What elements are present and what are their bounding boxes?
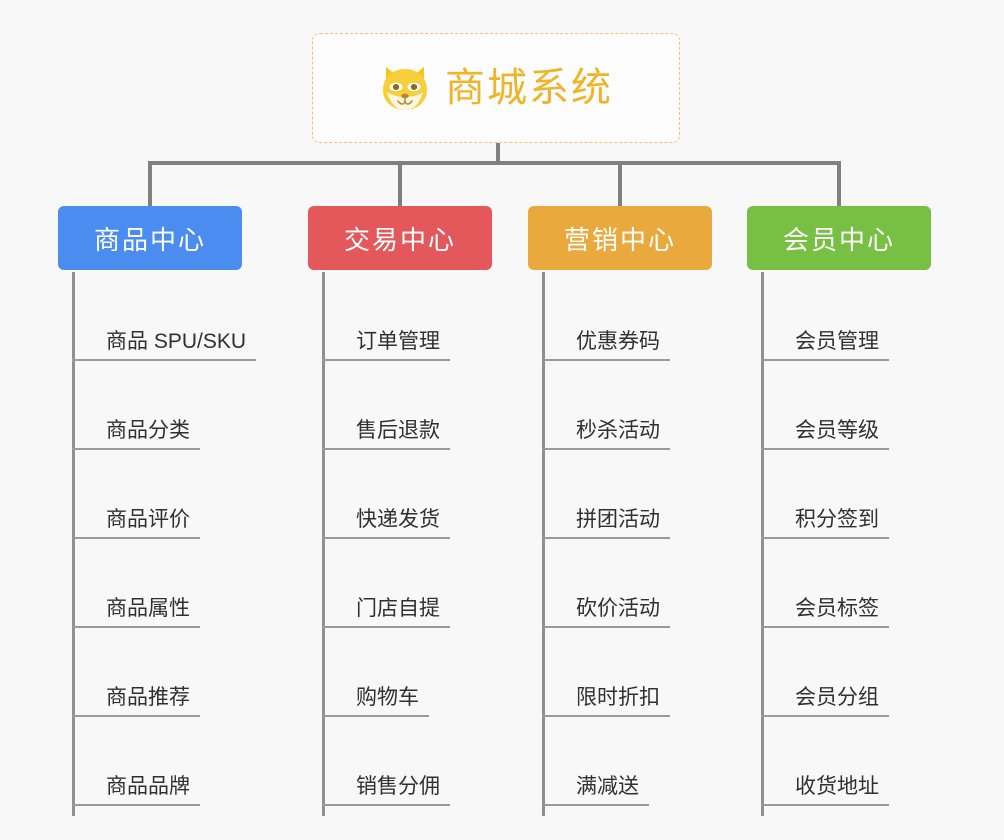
sub-item-label: 订单管理 [322,330,450,361]
sub-item-label: 购物车 [322,686,429,717]
column-trunk [761,272,764,816]
sub-item[interactable]: 订单管理 [322,272,450,361]
sub-item[interactable]: 商品品牌 [72,717,200,806]
sub-item[interactable]: 购物车 [322,628,429,717]
sub-item-label: 优惠券码 [542,330,670,361]
category-label: 会员中心 [782,224,895,255]
root-node[interactable]: 商城系统 [312,33,680,143]
sub-item-label: 销售分佣 [322,775,450,806]
sub-item[interactable]: 会员等级 [761,361,889,450]
sub-item[interactable]: 售后退款 [322,361,450,450]
sub-item-label: 商品分类 [72,419,200,450]
connector-horizontal-bus [150,161,841,165]
connector-drop-1 [148,161,152,208]
sub-item-label: 积分签到 [761,508,889,539]
sub-item[interactable]: 优惠券码 [542,272,670,361]
category-box-2[interactable]: 交易中心 [308,206,492,270]
sub-item-label: 会员标签 [761,597,889,628]
sub-item-label: 商品 SPU/SKU [72,330,257,361]
connector-root-stem [496,143,500,165]
sub-item[interactable]: 限时折扣 [542,628,670,717]
category-box-3[interactable]: 营销中心 [528,206,712,270]
sub-item-label: 商品评价 [72,508,200,539]
connector-drop-2 [398,161,402,208]
sub-item-label: 门店自提 [322,597,450,628]
connector-drop-4 [837,161,841,208]
sub-item-label: 商品品牌 [72,775,200,806]
sub-item-label: 砍价活动 [542,597,670,628]
sub-item[interactable]: 快递发货 [322,450,450,539]
sub-item-label: 收货地址 [761,775,889,806]
shiba-dog-icon [383,67,427,110]
category-label: 商品中心 [93,224,206,255]
sub-item[interactable]: 商品评价 [72,450,200,539]
category-label: 交易中心 [343,224,456,255]
sub-item[interactable]: 拼团活动 [542,450,670,539]
sub-item-label: 商品属性 [72,597,200,628]
column-trunk [542,272,545,816]
sub-item-label: 会员等级 [761,419,889,450]
sub-item-label: 拼团活动 [542,508,670,539]
sub-item-label: 会员分组 [761,686,889,717]
sub-item[interactable]: 会员分组 [761,628,889,717]
sub-item-label: 会员管理 [761,330,889,361]
column-trunk [72,272,75,816]
category-label: 营销中心 [563,224,676,255]
sub-item-label: 秒杀活动 [542,419,670,450]
sub-item[interactable]: 砍价活动 [542,539,670,628]
sub-item[interactable]: 秒杀活动 [542,361,670,450]
sub-item[interactable]: 销售分佣 [322,717,450,806]
sub-item[interactable]: 门店自提 [322,539,450,628]
sub-item-label: 快递发货 [322,508,450,539]
category-box-4[interactable]: 会员中心 [747,206,931,270]
sub-item[interactable]: 会员管理 [761,272,889,361]
sub-item[interactable]: 收货地址 [761,717,889,806]
sub-item[interactable]: 商品推荐 [72,628,200,717]
sub-item-label: 售后退款 [322,419,450,450]
sub-item[interactable]: 商品分类 [72,361,200,450]
column-trunk [322,272,325,816]
connector-drop-3 [618,161,622,208]
sub-item[interactable]: 积分签到 [761,450,889,539]
root-title: 商城系统 [445,66,613,110]
sub-item[interactable]: 会员标签 [761,539,889,628]
sub-item[interactable]: 商品 SPU/SKU [72,272,257,361]
sub-item-label: 限时折扣 [542,686,670,717]
sub-item-label: 商品推荐 [72,686,200,717]
category-box-1[interactable]: 商品中心 [58,206,242,270]
sub-item[interactable]: 商品属性 [72,539,200,628]
sub-item-label: 满减送 [542,775,649,806]
sub-item[interactable]: 满减送 [542,717,649,806]
